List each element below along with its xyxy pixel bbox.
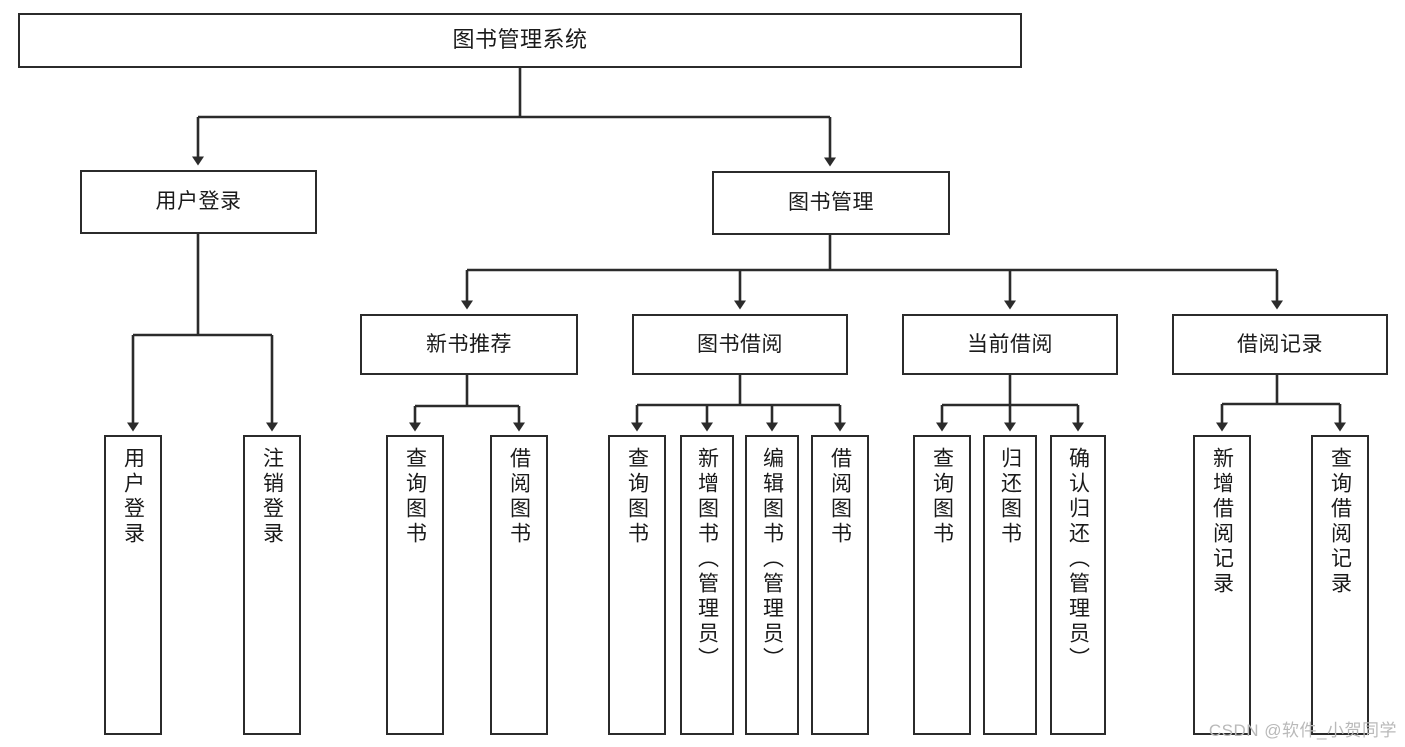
node-book-management[interactable]: 图书管理 — [712, 171, 950, 235]
node-label: 借阅图书 — [828, 447, 852, 547]
node-book-borrow[interactable]: 图书借阅 — [632, 314, 848, 375]
node-label: 当前借阅 — [967, 332, 1053, 356]
leaf-record-query-record[interactable]: 查询借阅记录 — [1311, 435, 1369, 735]
node-label: 查询图书 — [625, 447, 649, 547]
leaf-current-return-book[interactable]: 归还图书 — [983, 435, 1037, 735]
leaf-recommend-query-book[interactable]: 查询图书 — [386, 435, 444, 735]
node-label: 借阅记录 — [1237, 332, 1323, 356]
leaf-user-login-signin[interactable]: 用户登录 — [104, 435, 162, 735]
node-label: 确认归还（管理员） — [1066, 447, 1090, 672]
node-label: 归还图书 — [998, 447, 1022, 547]
node-label: 图书管理 — [788, 191, 874, 215]
node-label: 借阅图书 — [507, 447, 531, 547]
leaf-recommend-borrow-book[interactable]: 借阅图书 — [490, 435, 548, 735]
watermark-text: CSDN @软件_小贺同学 — [1208, 721, 1397, 740]
node-new-book-recommend[interactable]: 新书推荐 — [360, 314, 578, 375]
node-borrow-record[interactable]: 借阅记录 — [1172, 314, 1388, 375]
leaf-user-login-signout[interactable]: 注销登录 — [243, 435, 301, 735]
node-label: 编辑图书（管理员） — [760, 447, 784, 672]
node-label: 新增图书（管理员） — [695, 447, 719, 672]
leaf-borrow-query-book[interactable]: 查询图书 — [608, 435, 666, 735]
node-label: 注销登录 — [260, 447, 284, 547]
node-label: 用户登录 — [155, 190, 242, 214]
node-label: 查询图书 — [403, 447, 427, 547]
node-label: 用户登录 — [121, 447, 145, 547]
node-label: 图书管理系统 — [452, 27, 588, 53]
node-label: 图书借阅 — [697, 332, 783, 356]
node-label: 新书推荐 — [426, 332, 512, 356]
leaf-borrow-borrow-book[interactable]: 借阅图书 — [811, 435, 869, 735]
node-label: 新增借阅记录 — [1210, 447, 1234, 597]
leaf-borrow-edit-book-admin[interactable]: 编辑图书（管理员） — [745, 435, 799, 735]
leaf-record-add-record[interactable]: 新增借阅记录 — [1193, 435, 1251, 735]
node-current-borrow[interactable]: 当前借阅 — [902, 314, 1118, 375]
leaf-borrow-add-book-admin[interactable]: 新增图书（管理员） — [680, 435, 734, 735]
node-user-login[interactable]: 用户登录 — [80, 170, 317, 234]
leaf-current-confirm-return-admin[interactable]: 确认归还（管理员） — [1050, 435, 1106, 735]
node-label: 查询图书 — [930, 447, 954, 547]
node-root-system[interactable]: 图书管理系统 — [18, 13, 1022, 68]
node-label: 查询借阅记录 — [1328, 447, 1352, 597]
leaf-current-query-book[interactable]: 查询图书 — [913, 435, 971, 735]
